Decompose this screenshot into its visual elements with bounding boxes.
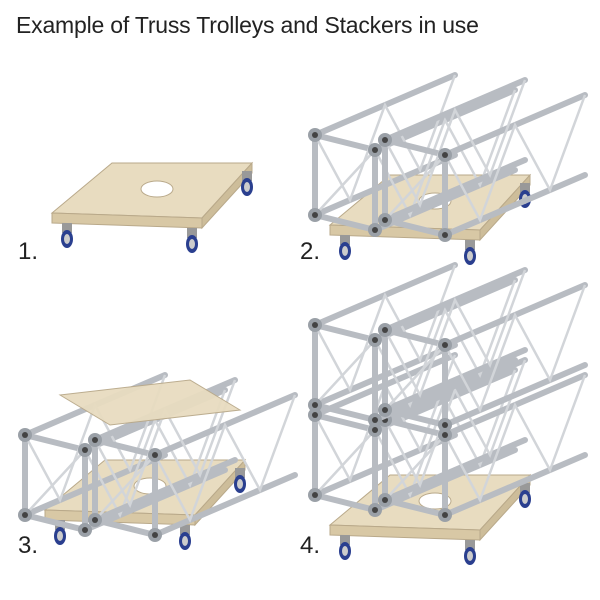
page-title: Example of Truss Trolleys and Stackers i…	[16, 12, 479, 38]
panel-3-truss-with-stacker	[18, 375, 295, 550]
panel-1-label: 1.	[18, 238, 39, 265]
panel-2-label: 2.	[300, 238, 321, 265]
panel-1-trolley	[52, 163, 253, 253]
panel-3-label: 3.	[18, 532, 39, 559]
panel-4-label: 4.	[300, 532, 321, 559]
panel-4-stacked-truss	[308, 265, 585, 565]
panel-2-truss-on-trolley	[308, 75, 585, 265]
